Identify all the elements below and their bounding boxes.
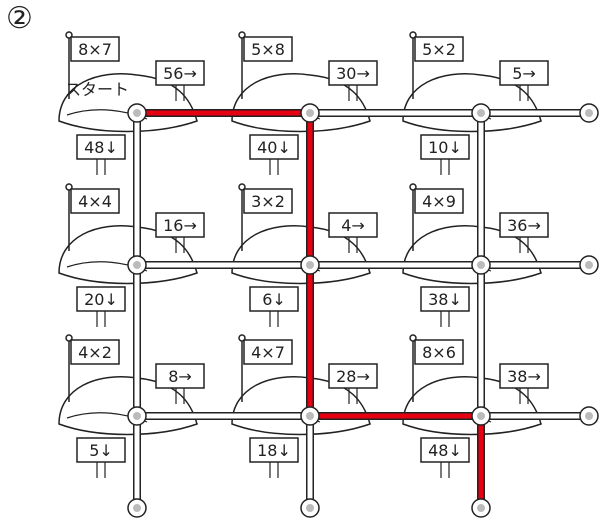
sign-down: 20↓ — [84, 290, 118, 309]
intersection-node-dot — [133, 261, 141, 269]
flag-problem: 8×6 — [422, 343, 456, 362]
intersection-node-dot — [306, 109, 314, 117]
flag-problem: 4×2 — [78, 343, 112, 362]
goal-node-right-dot — [585, 109, 593, 117]
sign-down: 18↓ — [257, 441, 291, 460]
intersection-node-dot — [133, 412, 141, 420]
flag-problem: 5×8 — [251, 40, 285, 59]
sign-right: 28→ — [336, 367, 370, 386]
sign-down: 10↓ — [428, 138, 462, 157]
sign-right: 36→ — [507, 216, 541, 235]
sign-down: 48↓ — [84, 138, 118, 157]
intersection-node-dot — [306, 412, 314, 420]
intersection-node-dot — [477, 261, 485, 269]
goal-node-right-dot — [585, 412, 593, 420]
intersection-node-dot — [477, 412, 485, 420]
sign-right: 30→ — [336, 64, 370, 83]
goal-node-bottom-dot — [306, 504, 314, 512]
sign-right: 16→ — [163, 216, 197, 235]
sign-right: 56→ — [163, 64, 197, 83]
flag-problem: 3×2 — [251, 192, 285, 211]
sign-right: 4→ — [341, 216, 365, 235]
goal-node-right-dot — [585, 261, 593, 269]
flag-problem: 5×2 — [422, 40, 456, 59]
intersection-node-dot — [133, 109, 141, 117]
sign-right: 38→ — [507, 367, 541, 386]
sign-down: 38↓ — [428, 290, 462, 309]
sign-down: 40↓ — [257, 138, 291, 157]
flag-problem: 4×7 — [251, 343, 285, 362]
start-label: スタート — [65, 80, 129, 99]
intersection-node-dot — [306, 261, 314, 269]
flag-problem: 4×4 — [78, 192, 112, 211]
flag-problem: 4×9 — [422, 192, 456, 211]
sign-right: 8→ — [168, 367, 192, 386]
sign-down: 6↓ — [262, 290, 286, 309]
sign-right: 5→ — [512, 64, 536, 83]
sign-down: 5↓ — [89, 441, 113, 460]
goal-node-bottom-dot — [477, 504, 485, 512]
sign-down: 48↓ — [428, 441, 462, 460]
goal-node-bottom-dot — [133, 504, 141, 512]
flag-problem: 8×7 — [78, 40, 112, 59]
intersection-node-dot — [477, 109, 485, 117]
